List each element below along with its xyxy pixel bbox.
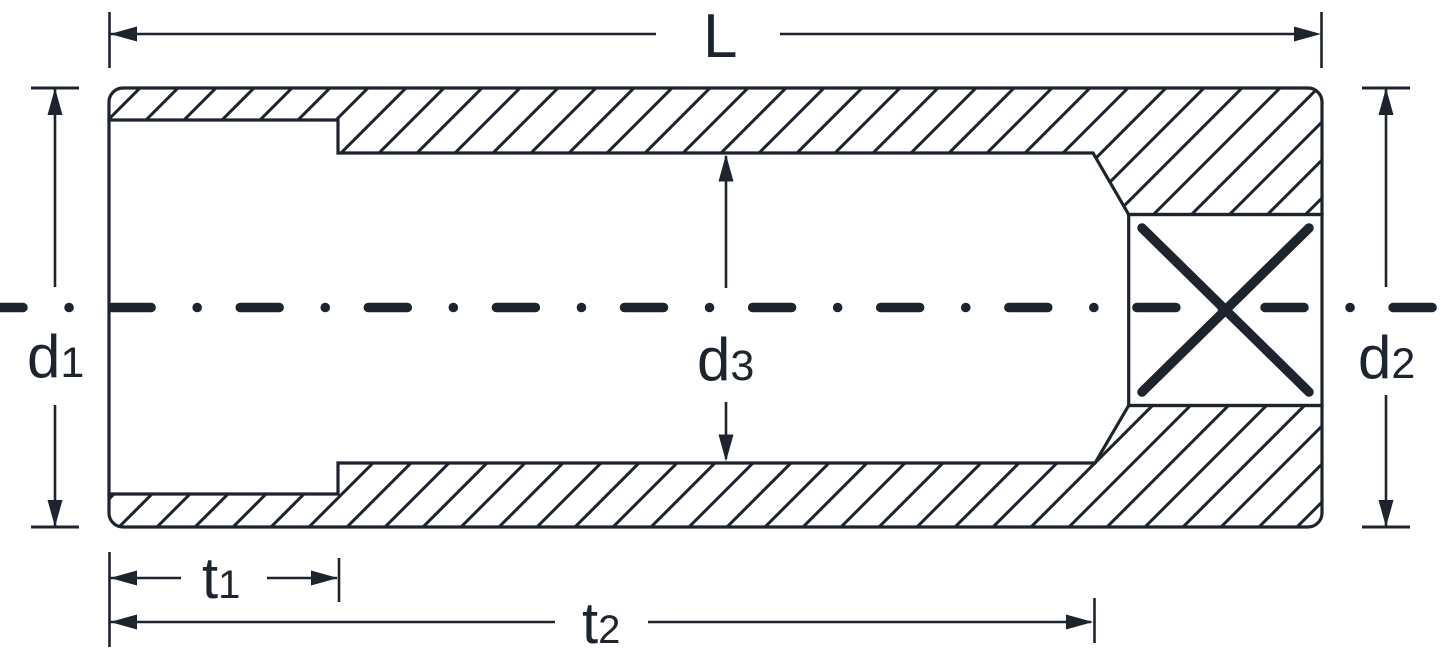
arrowhead-down bbox=[1378, 500, 1394, 527]
dimension-t2: t2 bbox=[110, 591, 1096, 656]
arrowhead-down bbox=[718, 434, 734, 462]
dimension-L: L bbox=[108, 2, 1323, 71]
arrowhead-right bbox=[1066, 614, 1093, 630]
arrowhead-up bbox=[718, 154, 734, 182]
arrowhead-left bbox=[110, 570, 137, 586]
dim-label-t2: t2 bbox=[582, 591, 620, 656]
arrowhead-right bbox=[311, 570, 338, 586]
arrowhead-down bbox=[47, 500, 63, 527]
arrowhead-right bbox=[1294, 26, 1321, 42]
socket-bottom-wall bbox=[107, 403, 1324, 529]
arrowhead-up bbox=[1378, 88, 1394, 115]
dim-label-d2: d2 bbox=[1358, 324, 1415, 391]
arrowhead-up bbox=[47, 88, 63, 115]
dim-label-d1: d1 bbox=[27, 323, 84, 390]
dimension-t1: t1 bbox=[108, 546, 341, 647]
dim-label-L: L bbox=[703, 2, 737, 71]
arrowhead-left bbox=[110, 26, 137, 42]
arrowhead-left bbox=[110, 614, 137, 630]
dimension-d2: d2 bbox=[1358, 86, 1415, 529]
dim-label-d3: d3 bbox=[697, 326, 754, 393]
dim-label-t1: t1 bbox=[202, 546, 240, 611]
square-drive-box bbox=[1127, 212, 1324, 408]
dimension-d1: d1 bbox=[27, 86, 84, 529]
socket-top-wall bbox=[107, 86, 1324, 217]
dimension-d3: d3 bbox=[697, 154, 754, 462]
